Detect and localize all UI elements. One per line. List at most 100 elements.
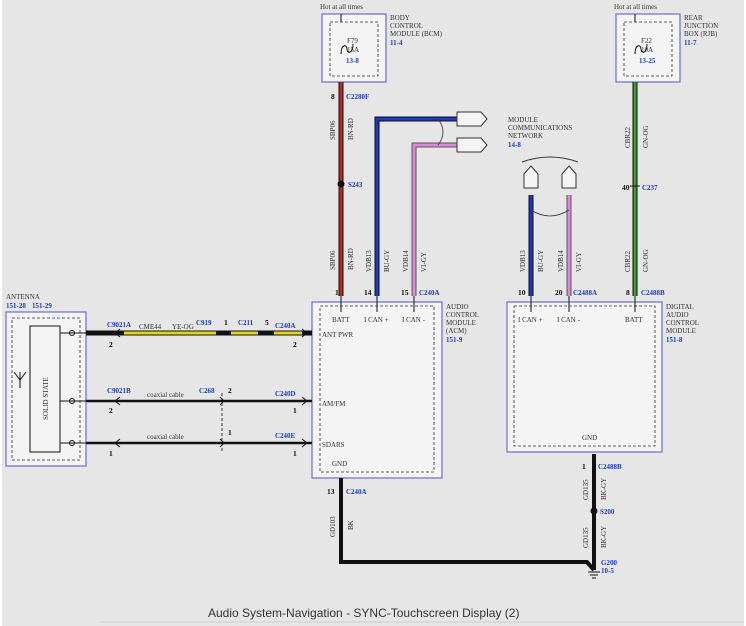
bcm-fuse-block: Hot at all times F79 15A 13-8 BODY CONTR… bbox=[320, 3, 443, 83]
antenna-module: ANTENNA 151-28 151-29 SOLID STATE bbox=[5, 293, 87, 467]
connector-arrow-icon bbox=[301, 328, 308, 338]
connector-c240a-left: C240A bbox=[275, 322, 296, 330]
acm-pin-ican-plus: I CAN + bbox=[364, 316, 389, 324]
dacm-pin-batt: BATT bbox=[625, 316, 643, 324]
wire-coax-sdars: 1 coaxial cable 1 C240E 1 bbox=[86, 393, 312, 458]
dacm-pin-gnd: GND bbox=[582, 434, 597, 442]
fuse-symbol-icon bbox=[340, 43, 354, 55]
pin-13-acm: 13 bbox=[327, 487, 335, 496]
pin-8-bcm: 8 bbox=[331, 92, 335, 101]
connector-arrow-icon bbox=[301, 438, 308, 448]
dacm-can-bracket bbox=[521, 156, 579, 163]
ground-g200: G200 bbox=[601, 559, 617, 567]
antenna-coax-mark-1 bbox=[69, 330, 75, 336]
dacm-twist-mark bbox=[530, 209, 570, 217]
wire-can-acm: MODULE COMMUNICATIONS NETWORK 14-8 VDB13… bbox=[335, 111, 572, 297]
connector-arrow-icon bbox=[301, 396, 308, 406]
dacm-pin-ican-plus: I CAN + bbox=[518, 316, 543, 324]
color-bk: BK bbox=[347, 520, 355, 530]
wire-cme44: C9021A 2 CME44 YE-OG C919 1 C211 5 C240A… bbox=[86, 318, 312, 349]
acm-pin-ant-pwr: ANT PWR bbox=[322, 331, 354, 339]
antenna-coax-mark-3 bbox=[69, 440, 75, 446]
dacm-module-box bbox=[506, 301, 663, 453]
mcn-title-2: COMMUNICATIONS bbox=[508, 124, 572, 132]
pin-1-dacm: 1 bbox=[582, 462, 586, 471]
coax-label-1: coaxial cable bbox=[147, 391, 184, 399]
connector-c240e: C240E bbox=[275, 432, 296, 440]
color-bugy-dacm: BU-GY bbox=[537, 250, 545, 272]
acm-pin-gnd: GND bbox=[332, 460, 347, 468]
antenna-coax-mark-2 bbox=[69, 398, 75, 404]
acm-pin-amfm: AM/FM bbox=[322, 400, 346, 408]
antenna-title: ANTENNA bbox=[6, 293, 40, 301]
fuse-symbol-icon bbox=[634, 43, 648, 55]
rjb-fuse-dashed bbox=[623, 21, 673, 77]
hot-label-rjb: Hot at all times bbox=[614, 3, 657, 11]
acm-title-1: AUDIO bbox=[446, 303, 469, 311]
color-yeog: YE-OG bbox=[172, 323, 194, 331]
circuit-gd135-lower: GD135 bbox=[582, 527, 590, 548]
pin-1-c240d: 1 bbox=[293, 406, 297, 415]
acm-pin-batt: BATT bbox=[332, 316, 350, 324]
antenna-ref-1: 151-28 bbox=[6, 302, 26, 310]
pin-40-c237: 40 bbox=[622, 183, 630, 192]
connector-c240d: C240D bbox=[275, 390, 296, 398]
connector-arrow-icon bbox=[114, 396, 121, 406]
connector-c9021b: C9021B bbox=[107, 387, 131, 395]
fuse-f22-loc: 13-25 bbox=[639, 57, 656, 65]
circuit-gd103: GD103 bbox=[329, 516, 337, 537]
twisted-pair-mark bbox=[437, 118, 444, 146]
page-caption: Audio System-Navigation - SYNC-Touchscre… bbox=[208, 606, 519, 620]
splice-s200: S200 bbox=[600, 508, 615, 516]
color-bkgy-upper: BK-GY bbox=[600, 478, 608, 500]
mcn-arrow-lower-icon bbox=[456, 137, 488, 153]
wire-vdb14-violet bbox=[412, 143, 457, 296]
antenna-ref-2: 151-29 bbox=[32, 302, 52, 310]
pin-15-acm: 15 bbox=[401, 288, 409, 297]
color-gnog-upper: GN-OG bbox=[642, 125, 650, 148]
antenna-symbol-icon bbox=[13, 371, 27, 388]
circuit-cbr22-upper: CBR22 bbox=[624, 126, 632, 148]
acm-module-box bbox=[311, 301, 443, 479]
color-vigy-acm: VI-GY bbox=[420, 252, 428, 272]
hot-label-bcm: Hot at all times bbox=[320, 3, 363, 11]
mcn-arrow-upper-icon bbox=[456, 111, 488, 127]
fuse-f22-amps: 10A bbox=[641, 46, 653, 54]
dacm-title-3: CONTROL bbox=[666, 319, 699, 327]
mcn-title-1: MODULE bbox=[508, 116, 538, 124]
acm-ref: 151-9 bbox=[446, 336, 463, 344]
mcn-title-3: NETWORK bbox=[508, 132, 543, 140]
pin-1-c240e: 1 bbox=[293, 449, 297, 458]
dacm-title-4: MODULE bbox=[666, 327, 696, 335]
bcm-title-1: BODY bbox=[390, 14, 410, 22]
splice-s243: S243 bbox=[348, 181, 363, 189]
connector-c2488a: C2488A bbox=[573, 289, 597, 297]
circuit-vdb14-acm: VDB14 bbox=[402, 250, 410, 272]
pin-1-c9021b: 1 bbox=[109, 449, 113, 458]
color-vigy-dacm: VI-GY bbox=[575, 252, 583, 272]
connector-c237: C237 bbox=[642, 184, 658, 192]
wire-can-dacm: VDB13 BU-GY VDB14 VI-GY 10 20 C2488A bbox=[518, 156, 597, 297]
rjb-title-2: JUNCTION bbox=[684, 22, 718, 30]
wire-cbr22: CBR22 GN-OG 40 C237 CBR22 GN-OG 8 C2488B bbox=[622, 82, 665, 297]
connector-c268: C268 bbox=[199, 387, 215, 395]
acm-pin-sdars: SDARS bbox=[322, 441, 345, 449]
circuit-vdb13-dacm: VDB13 bbox=[519, 250, 527, 272]
connector-c2488b-top: C2488B bbox=[641, 289, 665, 297]
dacm-module: I CAN + I CAN - BATT GND DIGITAL AUDIO C… bbox=[506, 296, 699, 453]
connector-arrow-icon bbox=[219, 396, 225, 406]
connector-c240a-top: C240A bbox=[419, 289, 440, 297]
pin-5-c211: 5 bbox=[265, 318, 269, 327]
connector-arrow-icon bbox=[114, 328, 121, 338]
solid-state-box bbox=[29, 325, 61, 453]
circuit-sbp06-lower: SBP06 bbox=[329, 250, 337, 270]
pin-20-dacm: 20 bbox=[555, 288, 563, 297]
connector-arrow-icon bbox=[219, 438, 225, 448]
pin-1-acm: 1 bbox=[335, 288, 339, 297]
fuse-f79-amps: 15A bbox=[347, 46, 359, 54]
mcn-ref: 14-8 bbox=[508, 141, 521, 149]
pin-14-acm: 14 bbox=[364, 288, 372, 297]
wire-sbp06: 8 C2280F SBP06 BN-RD S243 SBP06 BN-RD bbox=[329, 82, 369, 296]
fuse-f79-loc: 13-8 bbox=[346, 57, 359, 65]
